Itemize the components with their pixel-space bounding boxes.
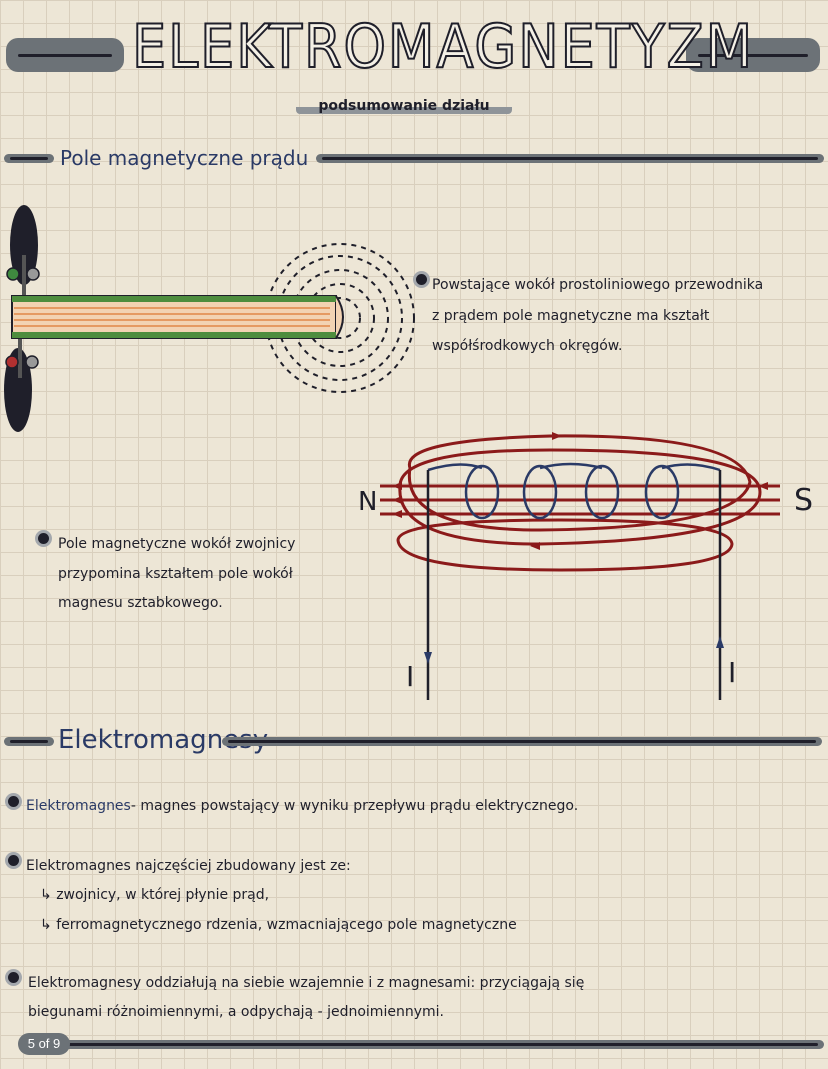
section1-left-rule [4,154,54,163]
page-subtitle: podsumowanie działu [296,98,512,114]
title-left-pill [6,38,124,72]
solenoid-coils [427,462,721,520]
solenoid-diagram: N S I I [358,432,813,700]
bullet-dot [8,972,19,983]
bullet-text-line: Pole magnetyczne wokół zwojnicy [58,536,296,552]
sub-arrow-icon: ↳ [40,917,57,933]
bullet-text-line: współśrodkowych okręgów. [432,338,623,354]
straight-wire-diagram [4,205,415,432]
pole-s-label: S [794,483,813,518]
wire-clamp-top [6,205,40,295]
solenoid-field-lines [380,434,780,572]
bullet-text-line: przypomina kształtem pole wokół [58,566,293,582]
current-arrow-up [716,636,724,648]
bullet-dot [416,274,427,285]
section2-right-rule [222,737,822,746]
bullet-dot [8,796,19,807]
bullet-text-line: Powstające wokół prostoliniowego przewod… [432,277,764,293]
footer-rule [60,1040,824,1049]
bullet-text-line: magnesu sztabkowego. [58,595,223,611]
title-right-pill [686,38,820,72]
page-indicator: 5 of 9 [18,1033,70,1055]
current-arrow-down [424,652,432,664]
section2-left-rule [4,737,54,746]
straight-wire [11,295,344,339]
sub-item: ↳ zwojnicy, w której płynie prąd, [40,887,270,903]
section1-title: Pole magnetyczne prądu [60,146,309,170]
current-label-right: I [728,656,736,689]
bullet-dot [8,855,19,866]
wire-clamp-bottom [4,338,39,432]
page-title: ELEKTROMAGNETYZM [131,11,755,83]
term-elektromagnes: Elektromagnes [26,798,131,814]
bullet-text-line: Elektromagnes- magnes powstający w wynik… [26,792,578,821]
bullet-text-line: z prądem pole magnetyczne ma kształt [432,308,710,324]
current-label-left: I [406,660,414,693]
field-arrows [392,432,768,550]
sub-item: ↳ ferromagnetycznego rdzenia, wzmacniają… [40,917,517,933]
bullet-text-line: Elektromagnesy oddziałują na siebie wzaj… [28,975,585,991]
sub-arrow-icon: ↳ [40,887,57,903]
bullet-text-line: biegunami różnoimiennymi, a odpychają - … [28,1004,444,1020]
pole-n-label: N [358,487,377,517]
section1-right-rule [316,154,824,163]
bullet-dot [38,533,49,544]
bullet-text-line: Elektromagnes najczęściej zbudowany jest… [26,858,351,874]
term-definition: - magnes powstający w wyniku przepływu p… [130,798,579,814]
